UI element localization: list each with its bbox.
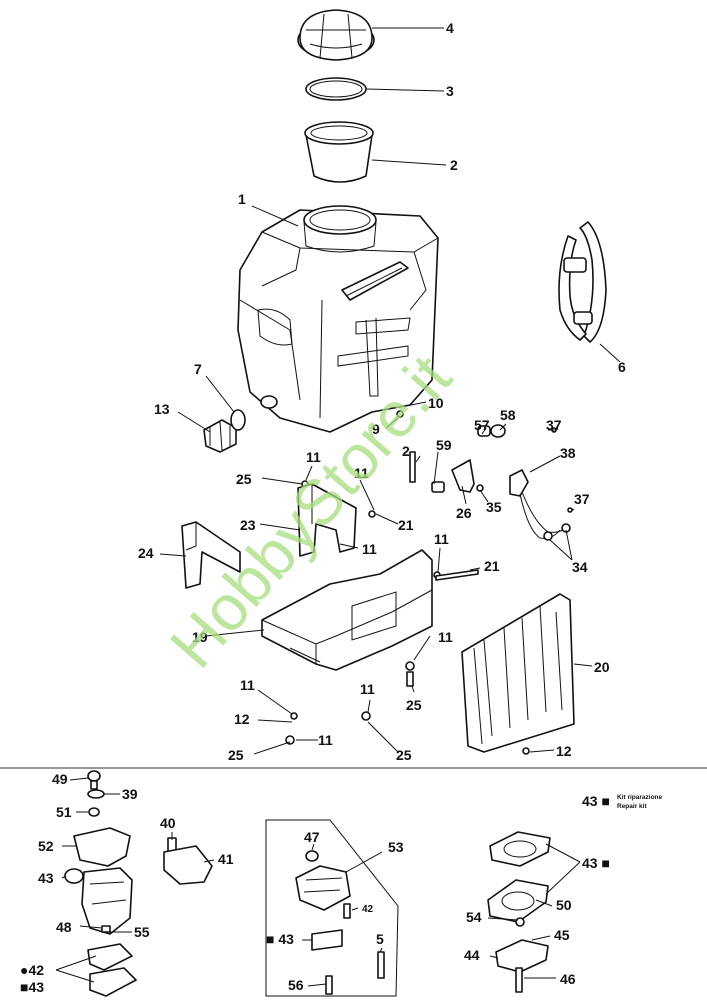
lower-fastener-parts <box>285 661 530 755</box>
label-12a: 12 <box>234 711 250 727</box>
label-11h: 11 <box>360 681 375 697</box>
part-number-labels: 4 3 2 1 6 7 13 9 10 57 58 37 38 59 2 26 … <box>20 20 626 995</box>
label-c39: 39 <box>122 786 138 802</box>
label-c44: 44 <box>464 947 480 963</box>
kit-legend-english: Repair kit <box>617 803 647 810</box>
diaphragm-stack-parts <box>487 831 551 993</box>
label-21a: 21 <box>398 517 414 533</box>
label-c52: 52 <box>38 838 54 854</box>
shoulder-strap-part <box>558 221 607 343</box>
repair-kit-legend: 43 ■ Kit riparazione Repair kit <box>582 793 663 810</box>
label-11g: 11 <box>318 732 333 748</box>
label-59: 59 <box>436 437 452 453</box>
label-c43a: 43 <box>38 870 54 886</box>
label-37b: 37 <box>574 491 590 507</box>
label-11c: 11 <box>362 541 377 557</box>
bracket-part <box>451 459 475 493</box>
label-9: 9 <box>372 421 380 437</box>
label-20: 20 <box>594 659 610 675</box>
label-c43c: ■ 43 <box>266 931 294 947</box>
label-c54: 54 <box>466 909 482 925</box>
label-4: 4 <box>446 20 454 36</box>
label-25a: 25 <box>236 471 252 487</box>
label-c56: 56 <box>288 977 304 993</box>
label-21b: 21 <box>484 558 500 574</box>
label-c45: 45 <box>554 927 570 943</box>
label-34: 34 <box>572 559 588 575</box>
label-58: 58 <box>500 407 516 423</box>
label-3: 3 <box>446 83 454 99</box>
label-c43d: 43 ■ <box>582 855 610 871</box>
label-c49: 49 <box>52 771 68 787</box>
label-13: 13 <box>154 401 170 417</box>
carburetor-mount-parts <box>163 837 213 885</box>
label-6: 6 <box>618 359 626 375</box>
carburetor-kit-box <box>265 819 399 997</box>
label-c41: 41 <box>218 851 234 867</box>
label-c51: 51 <box>56 804 72 820</box>
label-57: 57 <box>474 417 490 433</box>
kit-legend-number: 43 ■ <box>582 793 610 809</box>
label-11d: 11 <box>434 531 449 547</box>
label-c55: 55 <box>134 924 150 940</box>
drain-oring-part <box>230 409 246 431</box>
label-c50: 50 <box>556 897 572 913</box>
label-c48: 48 <box>56 919 72 935</box>
label-2b: 2 <box>402 443 410 459</box>
upright-bracket-part <box>297 483 357 557</box>
u-bracket-part <box>181 521 241 589</box>
label-25d: 25 <box>396 747 412 763</box>
drain-cap-part <box>203 419 237 453</box>
label-c53: 53 <box>388 839 404 855</box>
tank-body-part <box>237 205 439 433</box>
label-c43b: ■43 <box>20 979 44 995</box>
label-25c: 25 <box>228 747 244 763</box>
label-c46: 46 <box>560 971 576 987</box>
label-c47: 47 <box>304 829 320 845</box>
kit-legend-italian: Kit riparazione <box>617 794 663 801</box>
back-pad-part <box>461 593 575 753</box>
label-2: 2 <box>450 157 458 173</box>
label-11b: 11 <box>354 465 369 481</box>
label-c42a: ●42 <box>20 962 44 978</box>
label-10: 10 <box>428 395 444 411</box>
label-23: 23 <box>240 517 256 533</box>
label-c40: 40 <box>160 815 176 831</box>
carburetor-left-parts <box>64 770 137 997</box>
label-11f: 11 <box>240 677 255 693</box>
switch-cable-part <box>509 427 573 541</box>
label-25b: 25 <box>406 697 422 713</box>
label-1: 1 <box>238 191 246 207</box>
label-24: 24 <box>138 545 154 561</box>
label-c5: 5 <box>376 931 384 947</box>
label-19: 19 <box>192 629 208 645</box>
label-11a: 11 <box>306 449 321 465</box>
label-38: 38 <box>560 445 576 461</box>
label-26: 26 <box>456 505 472 521</box>
base-frame-part <box>261 549 433 671</box>
leader-lines <box>159 27 621 755</box>
label-11e: 11 <box>438 629 453 645</box>
label-35: 35 <box>486 499 502 515</box>
label-7: 7 <box>194 361 202 377</box>
carburetor-leader-lines <box>55 777 581 987</box>
label-c42b: 42 <box>362 904 374 915</box>
label-12b: 12 <box>556 743 572 759</box>
tank-cap-part <box>297 9 375 61</box>
tank-filter-basket-part <box>304 121 374 183</box>
label-37a: 37 <box>546 417 562 433</box>
